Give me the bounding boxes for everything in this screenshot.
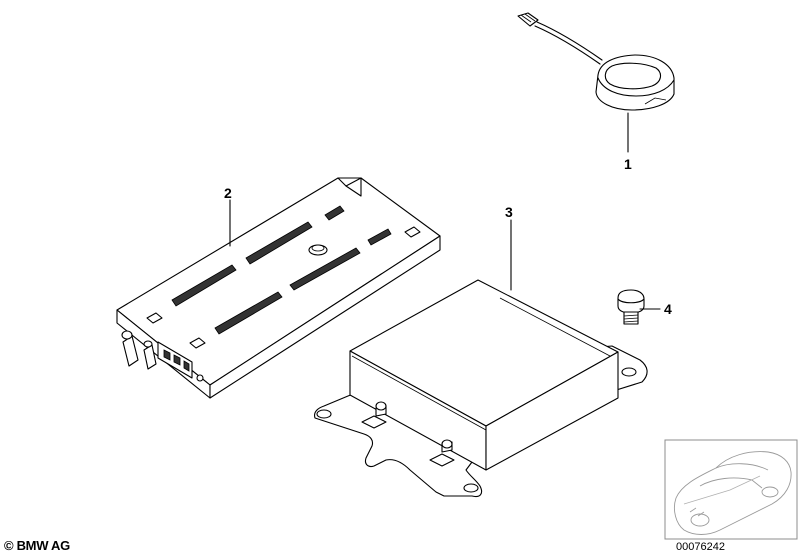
car-thumbnail: [664, 439, 798, 540]
callout-3: 3: [505, 204, 513, 220]
callout-2: 2: [224, 185, 232, 201]
document-number: 00076242: [676, 541, 725, 553]
part-1-antenna[interactable]: [517, 12, 675, 111]
part-2-module[interactable]: [116, 177, 441, 399]
callout-4: 4: [664, 301, 672, 317]
copyright-text: © BMW AG: [4, 538, 70, 553]
part-4-bolt[interactable]: [617, 289, 661, 325]
part-3-navigation-unit[interactable]: [314, 219, 648, 498]
callout-1: 1: [624, 156, 632, 172]
